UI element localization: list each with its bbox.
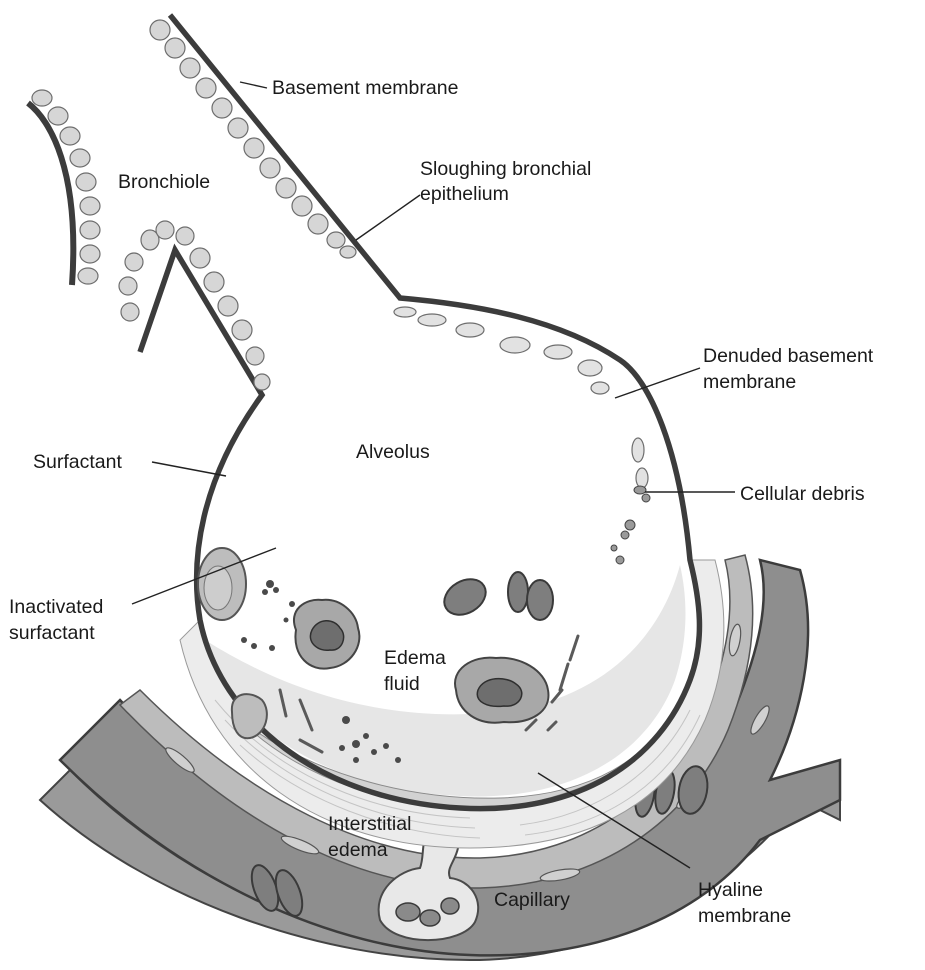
wall-cell-lower-left bbox=[232, 694, 267, 738]
label-cellular-debris: Cellular debris bbox=[740, 483, 865, 505]
label-interstitial-line2: edema bbox=[328, 839, 388, 861]
label-basement-membrane: Basement membrane bbox=[272, 77, 458, 99]
label-hyaline-line1: Hyaline bbox=[698, 879, 763, 901]
label-hyaline-line2: membrane bbox=[698, 905, 791, 927]
leader-basement-membrane bbox=[240, 82, 267, 88]
macrophage-cell bbox=[294, 600, 359, 669]
label-sloughing-line2: epithelium bbox=[420, 183, 509, 205]
label-surfactant: Surfactant bbox=[33, 451, 122, 473]
label-inactivated-line2: surfactant bbox=[9, 622, 95, 644]
left-bronchiole-wall bbox=[28, 90, 100, 285]
inactivated-surfactant-cell bbox=[198, 548, 246, 620]
label-bronchiole: Bronchiole bbox=[118, 171, 210, 193]
label-interstitial-line1: Interstitial bbox=[328, 813, 411, 835]
label-denuded-line1: Denuded basement bbox=[703, 345, 874, 367]
label-edema-line2: fluid bbox=[384, 673, 420, 695]
leader-sloughing bbox=[356, 195, 420, 240]
label-capillary: Capillary bbox=[494, 889, 570, 911]
label-inactivated-line1: Inactivated bbox=[9, 596, 103, 618]
leader-surfactant bbox=[152, 462, 226, 476]
label-edema-line1: Edema bbox=[384, 647, 446, 669]
label-denuded-line2: membrane bbox=[703, 371, 796, 393]
label-sloughing-line1: Sloughing bronchial bbox=[420, 158, 591, 180]
label-alveolus: Alveolus bbox=[356, 441, 430, 463]
